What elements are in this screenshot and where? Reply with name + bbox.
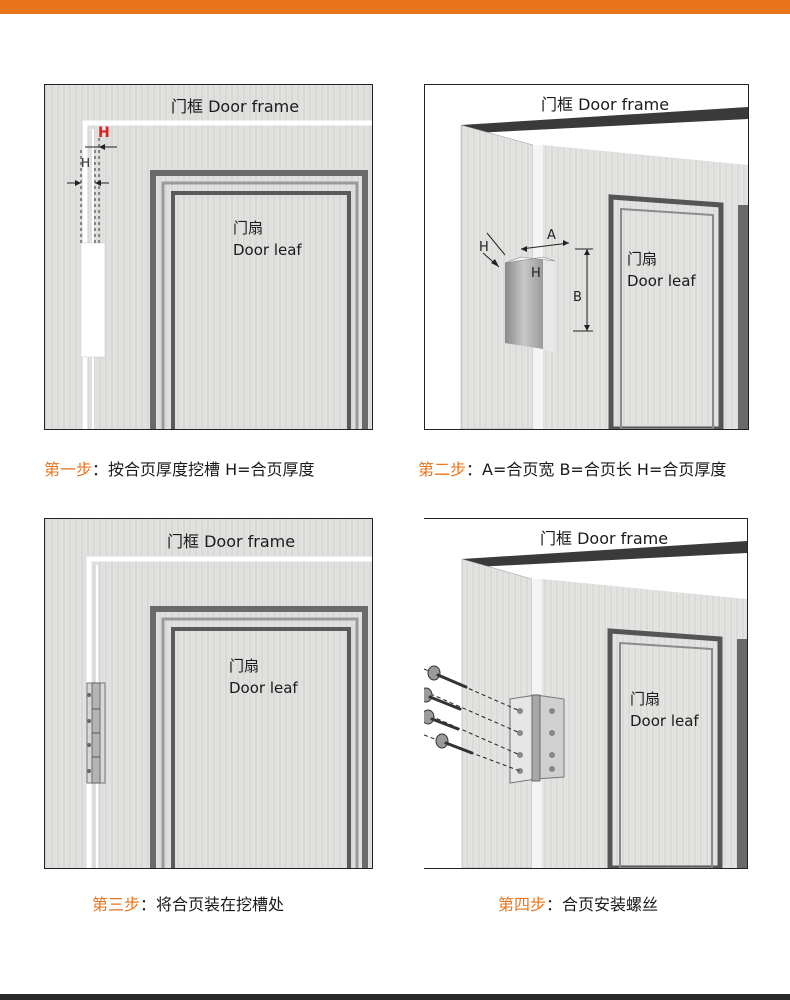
step2-illustration: A B H H 门框 Door frame 门扇 Door leaf bbox=[424, 84, 749, 430]
step1-number: 第一步 bbox=[44, 460, 93, 479]
step4-caption: 第四步：合页安装螺丝 bbox=[498, 891, 658, 915]
dim-h-red: H bbox=[98, 125, 110, 141]
step4-number: 第四步 bbox=[498, 895, 547, 914]
dim-h: H bbox=[81, 156, 90, 170]
step4-text: ：合页安装螺丝 bbox=[546, 895, 659, 914]
step3-text: ：将合页装在挖槽处 bbox=[140, 895, 285, 914]
step1-illustration: H H 门框 Door frame 门扇 Door leaf bbox=[44, 84, 373, 430]
frame-label: 门框 Door frame bbox=[541, 95, 670, 114]
dim-h-left: H bbox=[479, 240, 489, 255]
leaf-label-zh: 门扇 bbox=[233, 219, 264, 237]
dim-a: A bbox=[547, 228, 556, 243]
step1-text: ：按合页厚度挖槽 H=合页厚度 bbox=[92, 460, 315, 479]
dim-h-mortise: H bbox=[531, 266, 541, 281]
frame-label: 门框 Door frame bbox=[167, 532, 296, 551]
frame-label: 门框 Door frame bbox=[540, 529, 669, 548]
bottom-bar bbox=[0, 994, 790, 1000]
step1-caption: 第一步：按合页厚度挖槽 H=合页厚度 bbox=[44, 456, 315, 480]
frame-label: 门框 Door frame bbox=[171, 97, 300, 116]
step3-illustration: 门框 Door frame 门扇 Door leaf bbox=[44, 518, 373, 869]
leaf-label-zh: 门扇 bbox=[627, 250, 658, 268]
leaf-label-en: Door leaf bbox=[630, 712, 699, 730]
dim-b: B bbox=[573, 290, 582, 305]
leaf-label-en: Door leaf bbox=[627, 272, 696, 290]
step2-text: ：A=合页宽 B=合页长 H=合页厚度 bbox=[466, 460, 727, 479]
step3-caption: 第三步：将合页装在挖槽处 bbox=[92, 891, 284, 915]
leaf-label-en: Door leaf bbox=[229, 679, 298, 697]
step2-number: 第二步 bbox=[418, 460, 467, 479]
step3-number: 第三步 bbox=[92, 895, 141, 914]
leaf-label-en: Door leaf bbox=[233, 241, 302, 259]
step4-illustration: 门框 Door frame 门扇 Door leaf bbox=[424, 518, 748, 869]
leaf-label-zh: 门扇 bbox=[630, 690, 661, 708]
leaf-label-zh: 门扇 bbox=[229, 657, 260, 675]
top-accent-bar bbox=[0, 0, 790, 14]
step2-caption: 第二步：A=合页宽 B=合页长 H=合页厚度 bbox=[418, 456, 726, 480]
